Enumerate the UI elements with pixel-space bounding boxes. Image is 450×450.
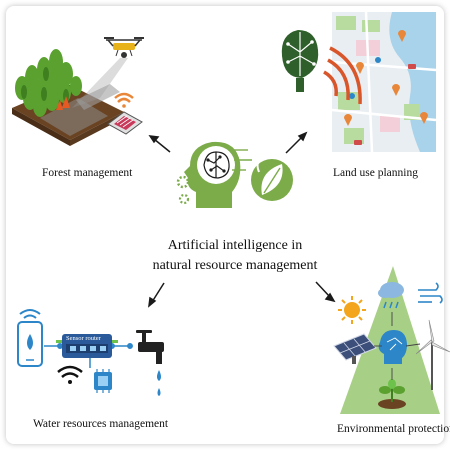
wifi-icon-water [57, 365, 83, 384]
plant-icon [378, 379, 406, 409]
faucet-icon [136, 330, 164, 396]
arrow-forest-head [148, 135, 160, 144]
center-title-line-1: Artificial intelligence in [167, 238, 303, 253]
environmental-protection-label: Environmental protection [337, 423, 450, 435]
wind-icon [418, 282, 443, 304]
sensor-chip-icon [107, 111, 143, 135]
wifi-icon [114, 92, 134, 108]
map-icon [323, 11, 437, 153]
solar-panel-icon [333, 333, 377, 364]
cloud-icon [378, 282, 404, 309]
ai-head-blue-icon [378, 330, 407, 364]
leaf-globe-icon [251, 156, 293, 201]
gear-icon [176, 175, 190, 205]
arrow-land-head [297, 131, 308, 142]
signal-icon [19, 309, 41, 319]
arrow-water [151, 282, 165, 303]
arrow-land [285, 136, 303, 154]
wind-turbine-icon [415, 319, 450, 390]
chip-icon [94, 369, 112, 393]
ai-head-icon [184, 141, 252, 208]
water-resources-management-label: Water resources management [33, 418, 169, 430]
connector-arrows [148, 131, 336, 308]
brain-network-icon [281, 30, 319, 92]
arrow-forest [153, 138, 171, 153]
sun-icon [338, 296, 366, 324]
sensor-router-label: Sensor router [66, 335, 101, 342]
environment-arrows [374, 312, 421, 380]
land-use-planning-label: Land use planning [333, 167, 418, 179]
phone-icon [17, 321, 43, 367]
arrow-water-head [148, 296, 157, 308]
forest-management-label: Forest management [42, 167, 133, 179]
router-icon [56, 334, 118, 358]
arrow-env-head [324, 292, 336, 303]
drone-icon [72, 37, 144, 108]
arrow-env [315, 281, 331, 298]
center-title-line-2: natural resource management [152, 258, 318, 273]
forest-illustration [12, 49, 124, 146]
tree-icon [15, 49, 82, 117]
